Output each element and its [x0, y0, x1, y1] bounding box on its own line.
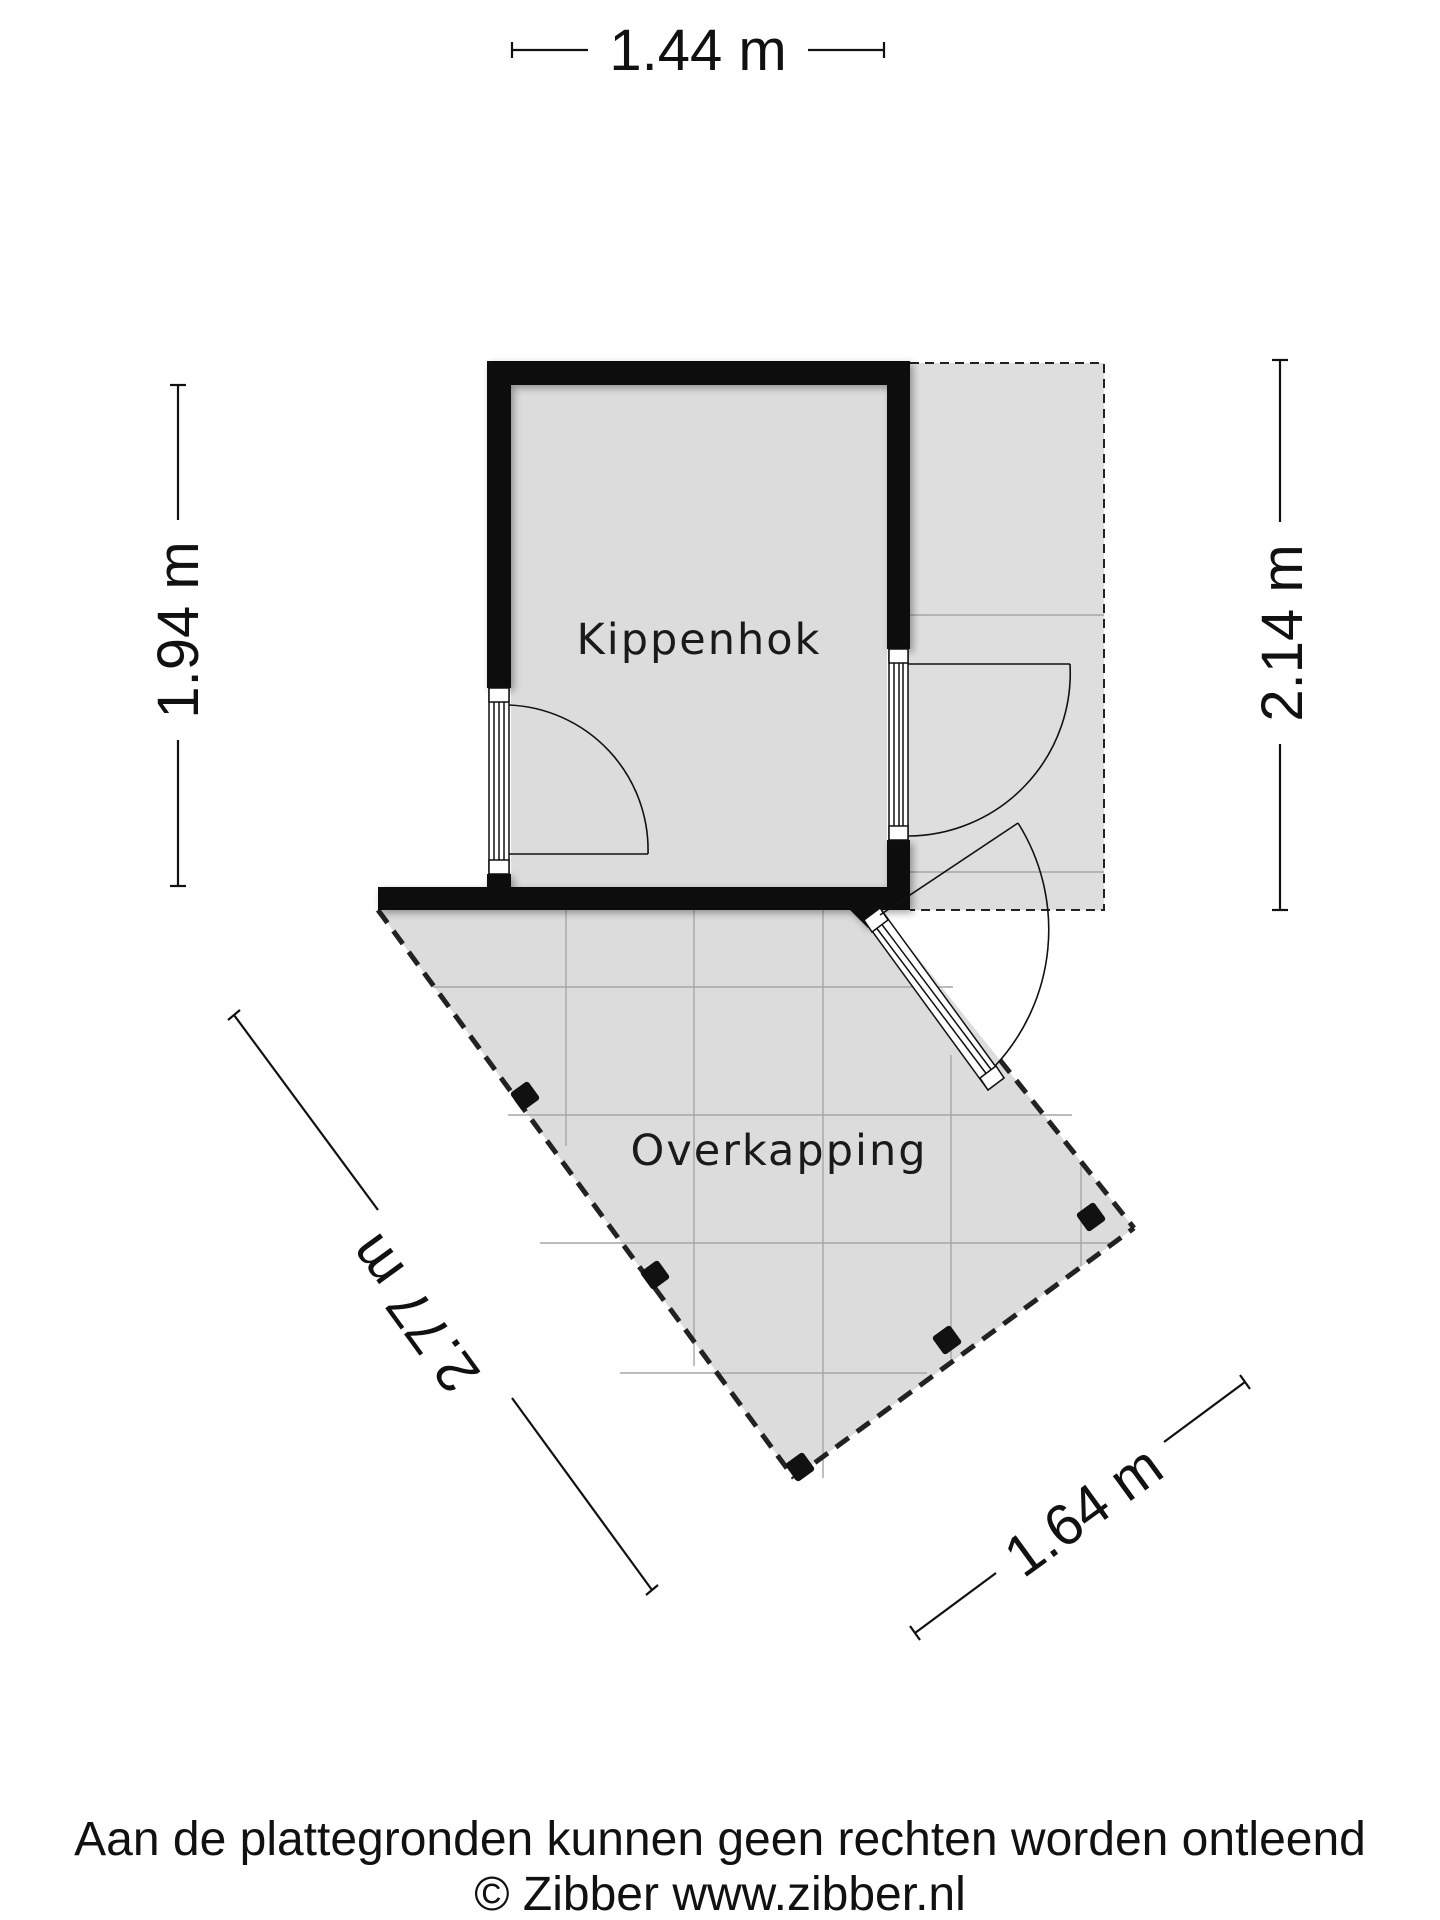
door-swings	[508, 663, 1072, 1067]
dimension-diagonal-right-label: 1.64 m	[993, 1433, 1175, 1590]
dimension-diagonal-right	[909, 1374, 1251, 1641]
dimension-top	[510, 42, 886, 58]
room-label-kippenhok: Kippenhok	[577, 615, 822, 665]
dimension-diagonal-left-label: 2.77 m	[336, 1223, 493, 1405]
post	[932, 1325, 962, 1355]
posts	[510, 1081, 1106, 1482]
door-frames	[488, 648, 1006, 1092]
post	[785, 1452, 815, 1482]
dimension-diagonal-left	[227, 1009, 659, 1596]
kippenhok-floor	[511, 385, 887, 887]
wall-bottom	[378, 887, 910, 910]
dimension-left-label: 1.94 m	[146, 541, 211, 718]
overkapping-floor	[378, 910, 1134, 1478]
post	[1076, 1202, 1106, 1232]
side-canopy-floor	[900, 363, 1104, 910]
footer-copyright: © Zibber www.zibber.nl	[474, 1868, 966, 1920]
wall-right-upper	[887, 361, 910, 649]
dimension-right	[1272, 358, 1288, 912]
dimension-right-label: 2.14 m	[1250, 544, 1315, 721]
room-label-overkapping: Overkapping	[630, 1126, 927, 1176]
wall-left-upper	[487, 361, 511, 688]
wall-top	[487, 361, 910, 385]
dashed-outlines	[375, 362, 1136, 1481]
walls	[378, 361, 910, 928]
footer-disclaimer: Aan de plattegronden kunnen geen rechten…	[74, 1813, 1366, 1866]
post	[510, 1081, 540, 1111]
dimension-top-label: 1.44 m	[609, 18, 786, 83]
dimension-left	[170, 383, 186, 888]
post	[640, 1260, 670, 1290]
floors	[378, 363, 1134, 1478]
